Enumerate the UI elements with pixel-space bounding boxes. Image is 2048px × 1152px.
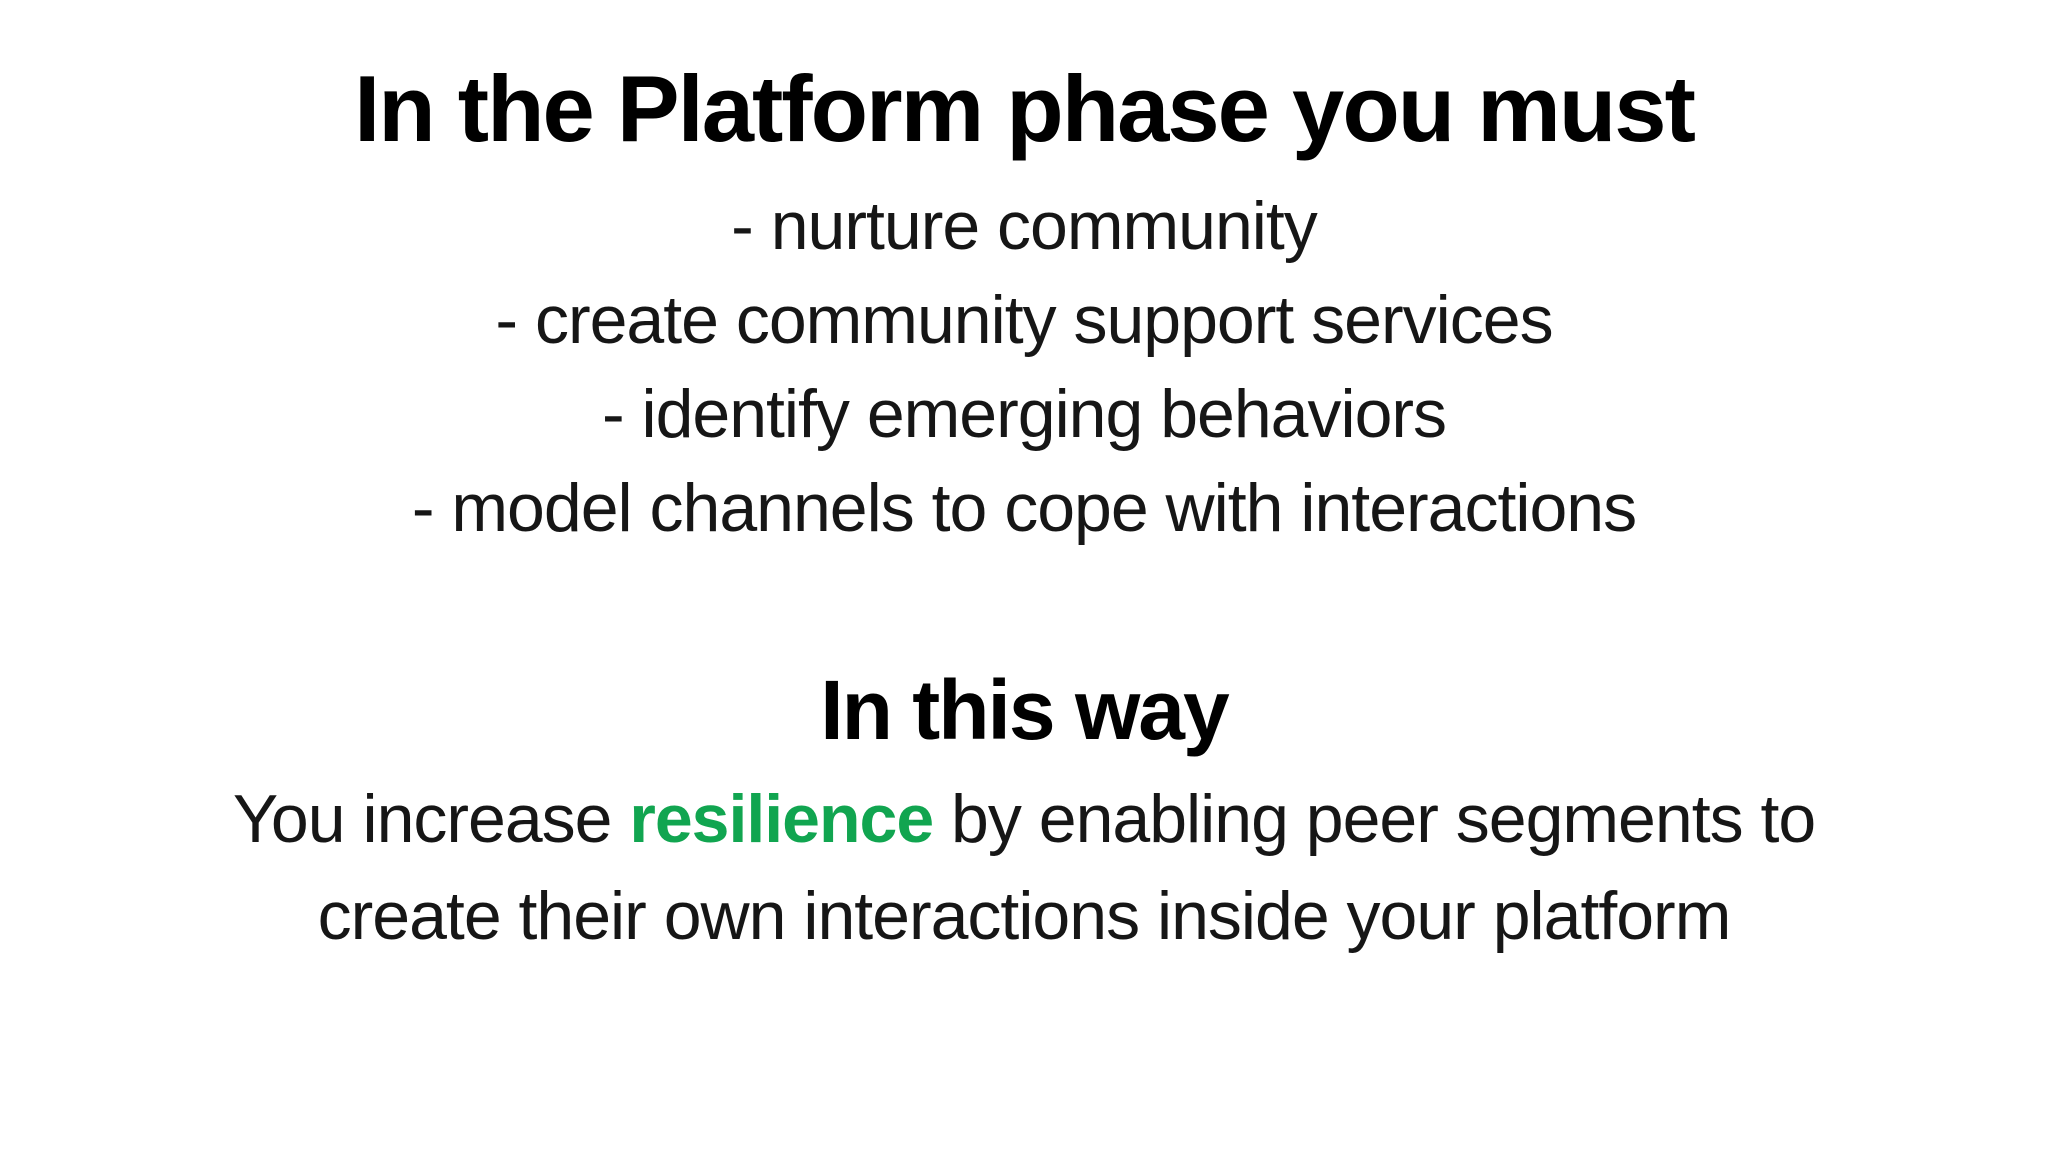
closing-line-1: You increase resilience by enabling peer… bbox=[0, 771, 2048, 868]
closing-text-before-highlight: You increase bbox=[232, 781, 630, 857]
bullet-item-nurture-community: - nurture community bbox=[731, 188, 1318, 264]
secondary-heading: In this way bbox=[820, 663, 1229, 757]
primary-heading: In the Platform phase you must bbox=[354, 56, 1696, 161]
bullet-item-model-channels: - model channels to cope with interactio… bbox=[411, 470, 1637, 546]
bullet-list: - nurture community - create community s… bbox=[0, 179, 2048, 555]
resilience-highlight: resilience bbox=[629, 781, 934, 857]
bullet-item-community-support-services: - create community support services bbox=[495, 282, 1553, 358]
closing-statement: You increase resilience by enabling peer… bbox=[0, 771, 2048, 965]
closing-text-after-highlight: by enabling peer segments to bbox=[933, 781, 1816, 857]
closing-line-2: create their own interactions inside you… bbox=[317, 878, 1732, 954]
bullet-item-identify-emerging-behaviors: - identify emerging behaviors bbox=[601, 376, 1447, 452]
